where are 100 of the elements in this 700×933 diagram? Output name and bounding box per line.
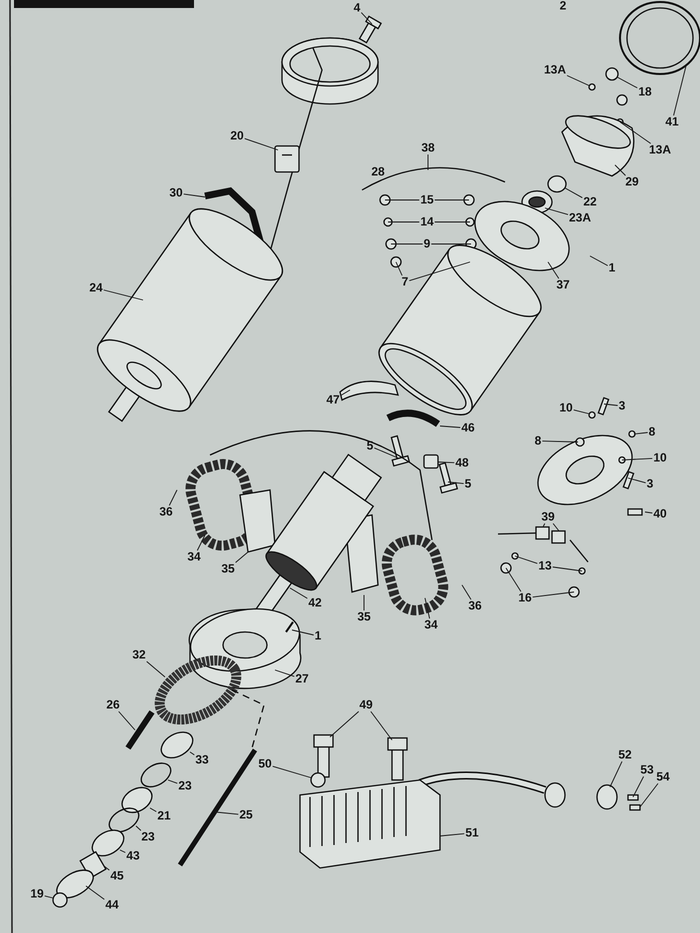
callout-number: 37	[555, 278, 571, 292]
callout-number: 22	[582, 196, 598, 208]
leader-line	[644, 512, 653, 514]
leader-line	[542, 523, 546, 528]
callout-number: 48	[454, 456, 470, 470]
leader-line	[640, 783, 658, 808]
callout-number: 19	[29, 888, 45, 900]
leader-line	[448, 482, 464, 484]
leader-line	[146, 661, 166, 678]
callout-number: 23	[140, 830, 156, 844]
leader-line	[590, 256, 608, 266]
leader-line	[614, 164, 626, 176]
callout-number: 36	[467, 600, 483, 612]
leader-line	[628, 478, 646, 484]
leader-line	[118, 711, 136, 730]
leader-line	[330, 711, 360, 738]
leader-line	[340, 390, 350, 396]
callout-number: 13A	[543, 64, 567, 76]
leader-line	[104, 866, 110, 871]
callout-number: 3	[618, 400, 626, 412]
callout-number: 8	[534, 434, 542, 448]
callout-number: 23A	[568, 212, 592, 224]
callout-number: 40	[652, 508, 668, 520]
callout-number: 16	[517, 592, 533, 604]
callout-number: 35	[220, 562, 236, 576]
leader-line	[438, 462, 455, 464]
leader-line	[103, 290, 144, 300]
leader-line	[190, 752, 195, 756]
leader-line	[616, 76, 638, 88]
callout-number: 7	[400, 276, 410, 288]
callout-number: 41	[664, 116, 680, 128]
callout-number: 38	[420, 142, 436, 154]
leader-line	[396, 262, 403, 276]
callout-number: 13	[537, 560, 553, 572]
leader-line	[532, 592, 574, 598]
callout-number: 35	[356, 610, 372, 624]
leader-line	[673, 66, 686, 116]
callout-number: 47	[325, 394, 341, 406]
callout-number: 43	[125, 850, 141, 862]
leader-line	[214, 812, 239, 815]
callout-number: 2	[558, 0, 568, 12]
leader-line	[610, 761, 622, 788]
leader-line	[136, 826, 142, 831]
leader-line	[292, 630, 314, 636]
callout-number: 36	[158, 506, 174, 518]
callout-number: 34	[186, 550, 202, 564]
callout-number: 1	[314, 630, 322, 642]
callout-number: 50	[257, 758, 273, 770]
leader-line	[244, 138, 278, 150]
callout-number: 15	[419, 194, 435, 206]
leader-line	[552, 523, 560, 532]
callout-number: 30	[168, 186, 184, 200]
leader-line	[86, 886, 105, 900]
callout-number: 21	[156, 810, 172, 822]
callout-number: 25	[238, 808, 254, 822]
leader-line	[235, 552, 248, 563]
callout-number: 23	[177, 780, 193, 792]
leader-line	[274, 670, 295, 677]
callout-number: 33	[194, 754, 210, 766]
leader-line	[424, 598, 430, 619]
callout-number: 27	[294, 672, 310, 686]
callout-number: 10	[652, 452, 668, 464]
callout-number: 34	[423, 618, 439, 632]
leader-line	[506, 568, 522, 592]
callout-number: 13A	[648, 144, 672, 156]
leader-line	[150, 808, 157, 812]
callout-number: 20	[229, 130, 245, 142]
callout-number: 1	[608, 262, 616, 274]
callout-number: 8	[648, 426, 656, 438]
leader-line	[183, 194, 206, 198]
leader-line	[634, 432, 648, 434]
callout-number: 52	[617, 748, 633, 762]
leader-line	[620, 122, 652, 144]
callout-number: 4	[352, 2, 362, 14]
leader-line	[440, 833, 465, 836]
callout-number: 39	[540, 510, 556, 524]
callout-number: 18	[637, 86, 653, 98]
leader-line	[566, 75, 590, 86]
leader-line	[544, 208, 568, 216]
leader-line	[272, 766, 312, 778]
leader-line	[552, 566, 582, 572]
leader-line	[632, 776, 644, 798]
callout-number: 42	[307, 596, 323, 610]
leader-line	[196, 534, 206, 551]
callout-number: 14	[419, 216, 435, 228]
leader-line	[120, 850, 126, 853]
callout-number: 10	[558, 402, 574, 414]
callout-number: 24	[88, 282, 104, 294]
callout-number: 54	[655, 770, 671, 784]
callout-number: 49	[358, 698, 374, 712]
callout-number: 53	[639, 764, 655, 776]
leader-line	[44, 895, 54, 898]
leader-line	[564, 188, 583, 198]
leader-line	[374, 447, 398, 458]
callout-number: 45	[109, 870, 125, 882]
leader-line	[168, 490, 178, 506]
leader-line	[622, 458, 653, 460]
leader-line	[542, 440, 578, 442]
callout-number: 5	[464, 478, 472, 490]
leader-line	[370, 711, 392, 740]
